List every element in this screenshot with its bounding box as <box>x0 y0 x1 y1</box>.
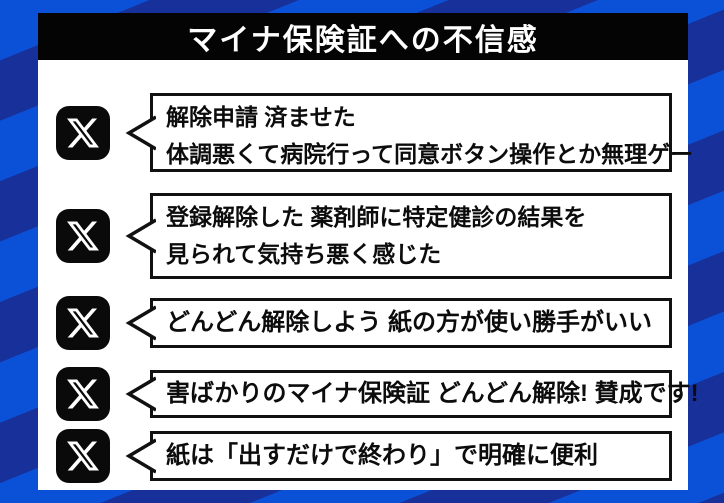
post-text: 解除申請 済ませた 体調悪くて病院行って同意ボタン操作とか無理ゲー <box>153 96 694 173</box>
post-text-line: 解除申請 済ませた <box>166 104 356 130</box>
post-text-line: 見られて気持ち悪く感じた <box>166 241 442 267</box>
bubble-tail-icon <box>125 376 156 412</box>
post-text-line: 体調悪くて病院行って同意ボタン操作とか無理ゲー <box>166 141 694 167</box>
bubble-tail-icon <box>125 114 156 151</box>
post-row: 登録解除した 薬剤師に特定健診の結果を 見られて気持ち悪く感じた <box>38 193 688 279</box>
bubble-tail-icon <box>125 218 156 254</box>
speech-bubble: どんどん解除しよう 紙の方が使い勝手がいい <box>125 298 672 348</box>
post-text-line: どんどん解除しよう 紙の方が使い勝手がいい <box>166 309 652 336</box>
post-text-line: 害ばかりのマイナ保険証 どんどん解除! 賛成です! <box>166 380 699 407</box>
info-panel: マイナ保険証への不信感 解除申請 済ませた 体調悪くて病院行って同意ボタン操作と… <box>38 13 699 490</box>
post-text: どんどん解除しよう 紙の方が使い勝手がいい <box>153 311 660 335</box>
post-text: 紙は「出すだけで終わり」で明確に便利 <box>153 444 606 468</box>
post-row: 解除申請 済ませた 体調悪くて病院行って同意ボタン操作とか無理ゲー <box>38 93 694 173</box>
x-logo-icon <box>56 429 110 483</box>
post-text: 登録解除した 薬剤師に特定健診の結果を 見られて気持ち悪く感じた <box>153 196 669 273</box>
speech-bubble: 登録解除した 薬剤師に特定健診の結果を 見られて気持ち悪く感じた <box>125 193 672 279</box>
x-logo-icon <box>56 367 110 421</box>
bubble-tail-icon <box>125 438 156 474</box>
panel-title-bar: マイナ保険証への不信感 <box>38 13 688 60</box>
panel-title: マイナ保険証への不信感 <box>187 23 539 57</box>
post-text-line: 紙は「出すだけで終わり」で明確に便利 <box>166 442 598 469</box>
x-logo-icon <box>56 105 110 160</box>
post-row: 紙は「出すだけで終わり」で明確に便利 <box>38 429 688 483</box>
speech-bubble: 紙は「出すだけで終わり」で明確に便利 <box>125 431 672 481</box>
x-logo-icon <box>56 209 110 263</box>
bubble-tail-icon <box>125 305 156 341</box>
speech-bubble: 解除申請 済ませた 体調悪くて病院行って同意ボタン操作とか無理ゲー <box>125 93 694 173</box>
post-text-line: 登録解除した 薬剤師に特定健診の結果を <box>166 204 587 230</box>
post-text: 害ばかりのマイナ保険証 どんどん解除! 賛成です! <box>153 382 707 406</box>
speech-bubble: 害ばかりのマイナ保険証 どんどん解除! 賛成です! <box>125 370 699 418</box>
x-logo-icon <box>56 296 110 350</box>
post-row: 害ばかりのマイナ保険証 どんどん解除! 賛成です! <box>38 367 699 421</box>
post-list: 解除申請 済ませた 体調悪くて病院行って同意ボタン操作とか無理ゲー 登録解除した… <box>38 73 699 490</box>
post-row: どんどん解除しよう 紙の方が使い勝手がいい <box>38 296 688 350</box>
